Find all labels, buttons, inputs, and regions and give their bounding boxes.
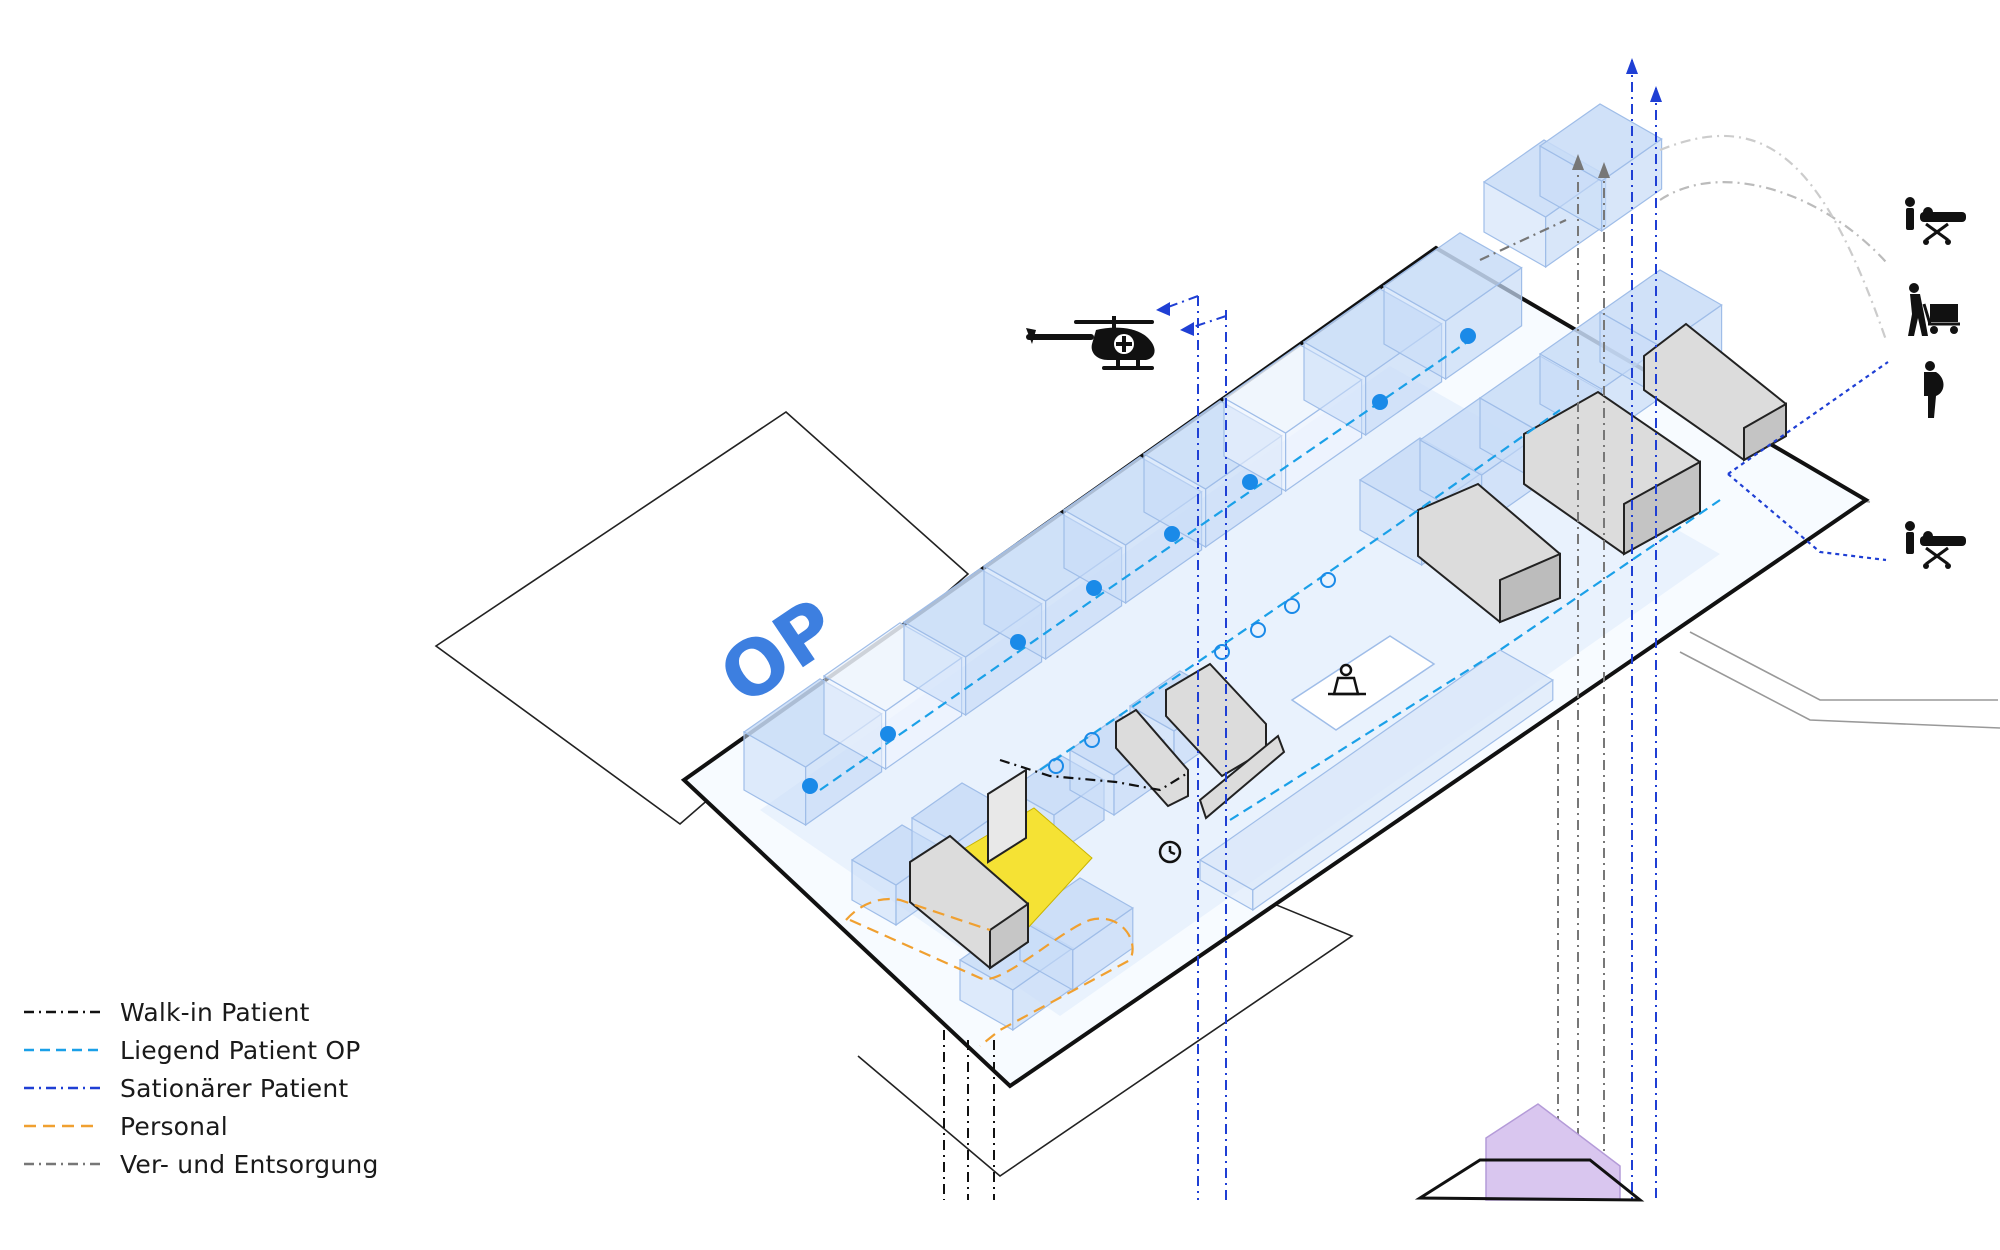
legend-label: Walk-in Patient bbox=[120, 997, 310, 1027]
stretcher-icon bbox=[1905, 197, 1966, 245]
corridor-marker bbox=[1214, 644, 1230, 660]
lower-floor bbox=[1414, 1103, 1645, 1202]
room-markers bbox=[802, 328, 1476, 794]
helicopter-icon bbox=[1026, 316, 1155, 370]
legend-label: Sationärer Patient bbox=[120, 1073, 349, 1103]
room-marker-dot bbox=[802, 778, 818, 794]
stretcher-icon bbox=[1905, 521, 1966, 569]
room-block bbox=[1382, 232, 1523, 322]
room-block bbox=[1598, 269, 1723, 348]
waiting-area bbox=[1290, 635, 1436, 731]
legend-item-stationaer: Sationärer Patient bbox=[22, 1069, 422, 1107]
legend-swatch-personal bbox=[24, 1124, 100, 1128]
legend-label: Ver- und Entsorgung bbox=[120, 1149, 379, 1179]
waiting-person-icon bbox=[1328, 663, 1366, 696]
corridor-marker bbox=[1320, 572, 1336, 588]
legend-swatch-versorgung bbox=[24, 1162, 100, 1166]
legend-swatch-walkin bbox=[24, 1010, 100, 1014]
corridor-marker bbox=[1084, 732, 1100, 748]
room-marker-dot bbox=[1164, 526, 1180, 542]
horizontal-flows bbox=[819, 134, 1889, 1047]
corridor-bench bbox=[1198, 649, 1554, 891]
corridor-marker bbox=[1048, 758, 1064, 774]
room-marker-dot bbox=[1010, 634, 1026, 650]
room-marker-dot bbox=[1242, 474, 1258, 490]
room-marker-dot bbox=[1086, 580, 1102, 596]
legend-label: Liegend Patient OP bbox=[120, 1035, 361, 1065]
corridor-marker bbox=[1250, 622, 1266, 638]
pregnant-woman-icon bbox=[1924, 361, 1944, 418]
grey-cores bbox=[909, 322, 1787, 970]
legend-label: Personal bbox=[120, 1111, 228, 1141]
supply-cart-icon bbox=[1908, 283, 1960, 336]
legend-swatch-liegend bbox=[24, 1048, 100, 1052]
vertical-flows bbox=[943, 60, 1657, 1200]
legend-item-walkin: Walk-in Patient bbox=[22, 993, 422, 1031]
corridor-marker bbox=[1284, 598, 1300, 614]
legend-item-versorgung: Ver- und Entsorgung bbox=[22, 1145, 422, 1183]
legend-item-liegend: Liegend Patient OP bbox=[22, 1031, 422, 1069]
legend-swatch-stationaer bbox=[24, 1086, 100, 1090]
room-marker-dot bbox=[880, 726, 896, 742]
clock-icon bbox=[1158, 840, 1182, 864]
legend-item-personal: Personal bbox=[22, 1107, 422, 1145]
arrowheads bbox=[1156, 58, 1662, 336]
room-marker-dot bbox=[1460, 328, 1476, 344]
room-marker-dot bbox=[1372, 394, 1388, 410]
